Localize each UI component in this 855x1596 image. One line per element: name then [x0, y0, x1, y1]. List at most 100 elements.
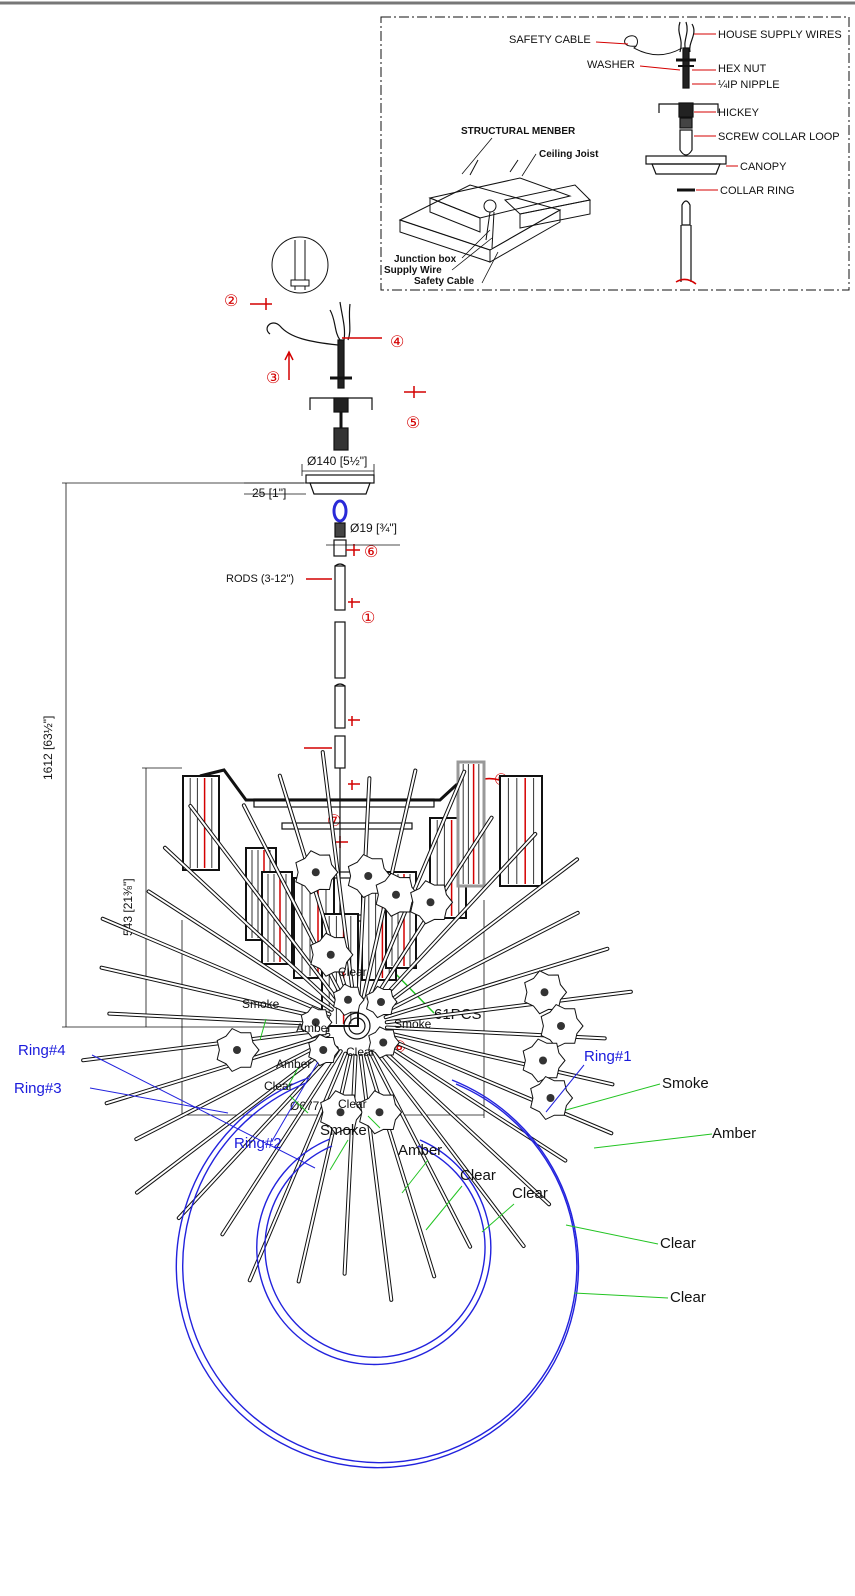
spoke-highlight: [177, 1046, 338, 1220]
spoke-highlight: [135, 1043, 335, 1194]
spokes: [81, 750, 633, 1302]
spoke-highlight: [147, 890, 333, 1011]
dim-rods: RODS (3-12"): [226, 573, 294, 585]
glass-top-4: Clear: [512, 1185, 548, 1202]
spoke-highlight: [377, 1045, 551, 1206]
glass-leaders: [259, 1018, 713, 1299]
spoke-highlight: [189, 804, 340, 1004]
spoke-highlight: [297, 1054, 352, 1283]
spoke-highlight: [385, 1031, 614, 1086]
label-house-supply-wires: HOUSE SUPPLY WIRES: [718, 29, 842, 41]
label-ip-nipple: ¼IP NIPPLE: [718, 79, 780, 91]
spoke-highlight: [163, 846, 337, 1007]
rod-column: [332, 499, 348, 769]
spoke-highlight: [383, 1036, 613, 1135]
dim-rod-dia: Ø19 [¾"]: [350, 521, 397, 535]
inset-leaders-black: [451, 137, 537, 284]
label-collar-ring: COLLAR RING: [720, 185, 795, 197]
spoke-highlight: [385, 990, 632, 1024]
spoke-highlight: [135, 1038, 332, 1141]
spoke-highlight: [108, 1012, 329, 1026]
ring-4-label: Ring#4: [18, 1042, 66, 1059]
glass-top-3: Clear: [460, 1167, 496, 1184]
dim-body-height: 543 [21⅜"]: [121, 878, 135, 936]
spoke-highlight: [82, 1028, 329, 1062]
spoke-highlight: [384, 947, 609, 1019]
glass-inner-left-3: Clear: [264, 1079, 293, 1093]
spoke-highlight: [374, 1048, 525, 1248]
ring-2-label: Ring#2: [234, 1135, 282, 1152]
spoke-highlight: [379, 858, 579, 1009]
spoke-highlight: [359, 1054, 393, 1301]
glass-inner-left-2: Smoke: [242, 997, 280, 1011]
glass-top-2: Amber: [398, 1142, 442, 1159]
spoke-highlight: [100, 966, 329, 1021]
glass-center-2: Amber: [296, 1021, 331, 1035]
label-hickey: HICKEY: [718, 107, 760, 119]
glass-flower: [308, 1033, 340, 1067]
step-2: ②: [224, 293, 238, 310]
label-screw-collar-loop: SCREW COLLAR LOOP: [718, 131, 840, 143]
label-supply-wire: Supply Wire: [384, 265, 442, 276]
label-structural-member: STRUCTURAL MENBER: [461, 126, 576, 137]
glass-center-1: Clear: [338, 965, 367, 979]
label-safety-cable: SAFETY CABLE: [509, 34, 591, 46]
spoke-highlight: [369, 1051, 472, 1248]
label-hex-nut: HEX NUT: [718, 63, 767, 75]
glass-top-1: Smoke: [320, 1122, 367, 1139]
ring-leaders: [89, 1054, 585, 1169]
glass-flower: [320, 1090, 364, 1135]
glass-right-4: Clear: [670, 1289, 706, 1306]
ring-1-label: Ring#1: [584, 1048, 632, 1065]
hub-inner: [348, 1017, 366, 1035]
spoke-highlight: [105, 1033, 330, 1105]
glass-flower: [530, 1075, 574, 1121]
step-3: ③: [266, 370, 280, 387]
spoke-highlight: [367, 770, 466, 1000]
glass-flowers: [216, 850, 584, 1135]
glass-flower: [522, 1038, 566, 1083]
glass-flower: [366, 985, 398, 1019]
glass-right-2: Amber: [712, 1125, 756, 1142]
step-6: ⑥: [364, 544, 378, 561]
hub: [343, 1012, 371, 1040]
wire-detail-magnifier: [271, 236, 329, 294]
step-4: ④: [390, 334, 404, 351]
glass-flower: [295, 850, 339, 895]
side-hardware: [266, 301, 375, 495]
crystal-tube: [499, 775, 543, 887]
glass-flower: [359, 1090, 403, 1135]
label-washer: WASHER: [587, 59, 635, 71]
spoke-highlight: [221, 1050, 342, 1236]
top-view: [81, 750, 633, 1469]
glass-flower: [333, 983, 365, 1016]
inset-leaders: [595, 33, 738, 191]
glass-flower: [410, 880, 454, 925]
glass-center-5: Clear: [338, 1097, 367, 1111]
ring-1-arc: [182, 1082, 578, 1464]
glass-flower: [368, 1026, 400, 1059]
spoke-highlight: [382, 911, 579, 1014]
glass-center-4: Clear: [346, 1045, 375, 1059]
glass-flower: [216, 1027, 260, 1073]
ring-1-arc-outer: [175, 1077, 580, 1469]
safety-cable-curl: [624, 35, 683, 56]
glass-flower: [375, 872, 419, 917]
glass-flower: [300, 1006, 333, 1039]
spoke-highlight: [101, 917, 331, 1016]
spoke-highlight: [376, 832, 537, 1006]
glass-flower: [540, 1003, 584, 1049]
crystal-tube: [261, 871, 293, 965]
label-junction-box: Junction box: [394, 254, 457, 265]
spoke-highlight: [343, 1054, 357, 1275]
label-ceiling-joist: Ceiling Joist: [539, 149, 599, 160]
label-canopy: CANOPY: [740, 161, 787, 173]
hardware-stack: [645, 21, 727, 285]
glass-flower: [310, 932, 354, 977]
glass-center-3: Smoke: [394, 1017, 432, 1031]
crystal-tube: [456, 760, 486, 888]
glass-right-1: Smoke: [662, 1075, 709, 1092]
ring-2-arc: [256, 1138, 492, 1366]
